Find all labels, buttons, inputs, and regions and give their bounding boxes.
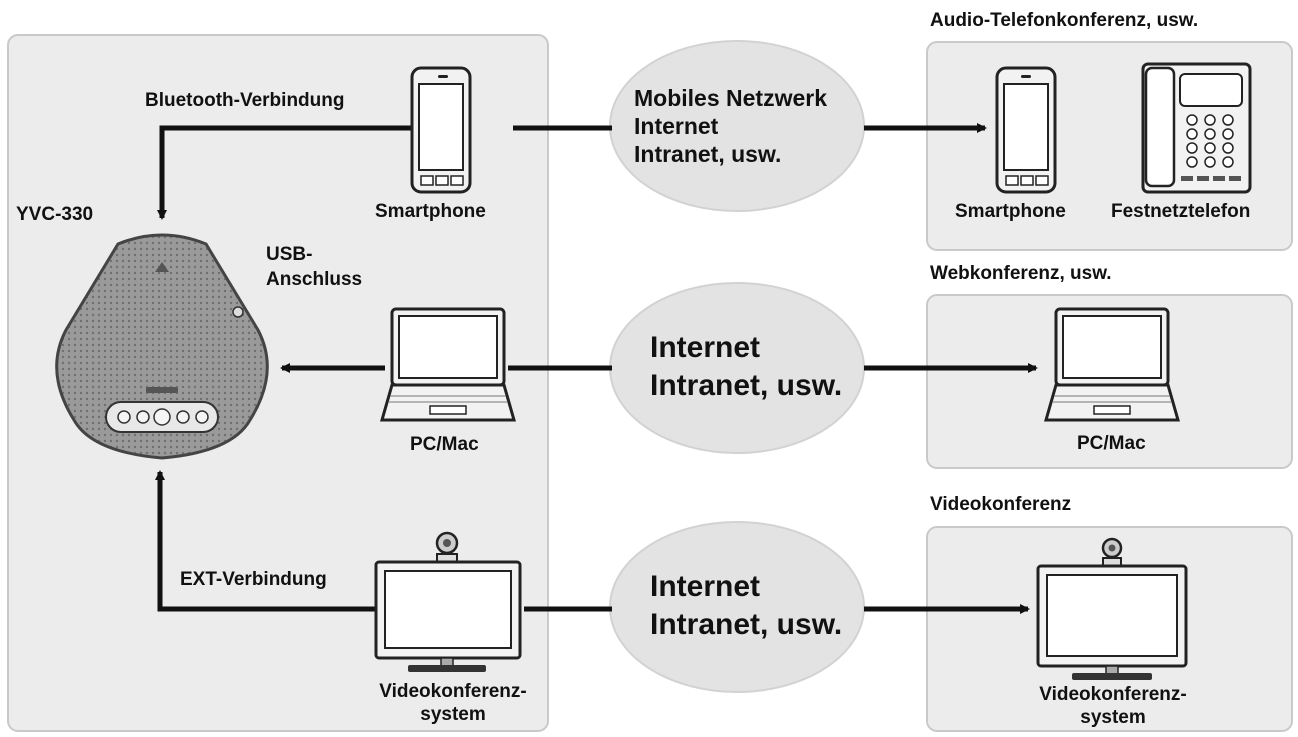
local-panel	[7, 34, 549, 732]
landline-label: Festnetztelefon	[1111, 201, 1251, 222]
web-conference-title: Webkonferenz, usw.	[930, 263, 1112, 284]
smartphone-icon	[410, 66, 472, 194]
network-mobile-line2: Internet	[634, 113, 719, 139]
audio-conference-title: Audio-Telefonkonferenz, usw.	[930, 10, 1199, 31]
video-system-label-line1: Videokonferenz-	[379, 681, 527, 702]
video-conference-title: Videokonferenz	[930, 494, 1072, 515]
network-web-line1: Internet	[650, 331, 761, 364]
video-system-label-line2: system	[420, 704, 486, 725]
bluetooth-label: Bluetooth-Verbindung	[145, 90, 345, 111]
ext-label: EXT-Verbindung	[180, 569, 327, 590]
laptop-icon	[380, 307, 516, 422]
network-mobile-line1: Mobiles Netzwerk	[634, 85, 827, 111]
network-video-line2: Intranet, usw.	[650, 608, 843, 641]
video-system-icon	[374, 531, 522, 672]
ext-arrow	[155, 470, 380, 612]
landline-phone-icon	[1141, 62, 1252, 194]
network-video-line1: Internet	[650, 570, 761, 603]
smartphone-label: Smartphone	[375, 201, 486, 222]
pc-label: PC/Mac	[410, 434, 479, 455]
remote-video-system-label-line2: system	[1080, 707, 1146, 728]
usb-label-line2: Anschluss	[266, 269, 363, 290]
network-mobile-line3: Intranet, usw.	[634, 141, 782, 167]
bluetooth-arrow	[157, 125, 420, 220]
remote-smartphone-label: Smartphone	[955, 201, 1066, 222]
device-name-label: YVC-330	[16, 204, 94, 225]
remote-laptop-icon	[1044, 307, 1180, 422]
remote-video-system-label-line1: Videokonferenz-	[1039, 684, 1187, 705]
remote-video-system-icon	[1036, 537, 1188, 680]
usb-label-line1: USB-	[266, 244, 313, 265]
remote-pc-label: PC/Mac	[1077, 433, 1146, 454]
remote-smartphone-icon	[995, 66, 1057, 194]
network-web-line2: Intranet, usw.	[650, 369, 843, 402]
speakerphone-icon	[55, 233, 269, 460]
